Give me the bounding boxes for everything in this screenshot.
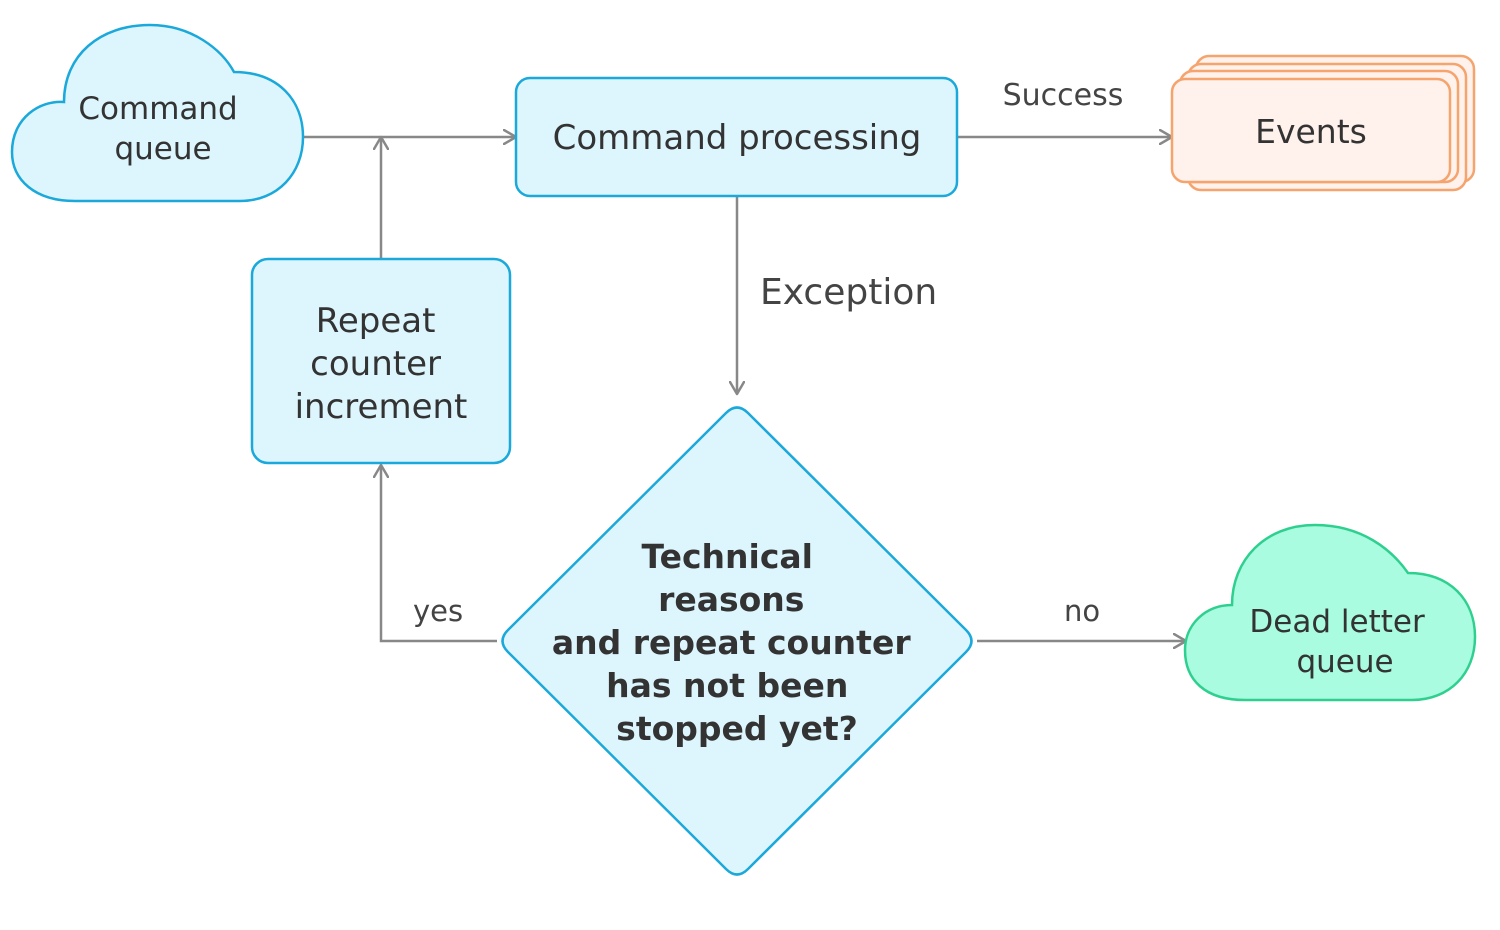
dead-letter-queue-node: Dead letter queue: [1183, 523, 1477, 702]
command-queue-label: Command queue: [78, 91, 247, 167]
command-processing-node: Command processing: [514, 76, 959, 198]
decision-line-4: has not been: [606, 666, 848, 705]
decision-label: Technical reasons and repeat counter has…: [552, 537, 922, 748]
command-processing-line-1: Command processing: [553, 118, 922, 158]
yes-label: yes: [413, 594, 463, 628]
repeat-counter-line-1: Repeat: [316, 301, 436, 341]
success-label: Success: [1003, 78, 1124, 113]
repeat-counter-box: [250, 257, 512, 465]
dead-letter-line-1: Dead letter: [1249, 604, 1425, 640]
edge-yes: [381, 465, 497, 643]
repeat-counter-label: Repeat counter increment: [295, 301, 468, 427]
exception-label: Exception: [760, 272, 937, 313]
dead-letter-cloud-shape: [1183, 523, 1477, 702]
repeat-counter-line-2: counter: [310, 344, 441, 384]
decision-line-5: stopped yet?: [616, 709, 858, 748]
command-queue-node: Command queue: [10, 23, 305, 203]
command-queue-line-1: Command: [78, 91, 237, 127]
events-line-1: Events: [1255, 112, 1367, 151]
events-box: [1170, 77, 1452, 184]
repeat-counter-line-3: increment: [295, 387, 468, 427]
decision-node: Technical reasons and repeat counter has…: [501, 406, 973, 876]
command-processing-label: Command processing: [553, 118, 922, 158]
events-label: Events: [1255, 112, 1367, 151]
no-label: no: [1064, 594, 1100, 628]
decision-line-1: Technical: [641, 537, 813, 576]
repeat-counter-node: Repeat counter increment: [250, 257, 512, 465]
decision-line-3: and repeat counter: [552, 623, 911, 662]
dead-letter-line-2: queue: [1296, 644, 1393, 680]
command-queue-line-2: queue: [114, 131, 211, 167]
command-processing-box: [514, 76, 959, 198]
decision-line-2: reasons: [658, 580, 804, 619]
events-node: Events: [1170, 54, 1476, 192]
command-queue-cloud-shape: [10, 23, 305, 203]
decision-diamond-shape: [501, 406, 973, 876]
dead-letter-label: Dead letter queue: [1249, 604, 1434, 680]
